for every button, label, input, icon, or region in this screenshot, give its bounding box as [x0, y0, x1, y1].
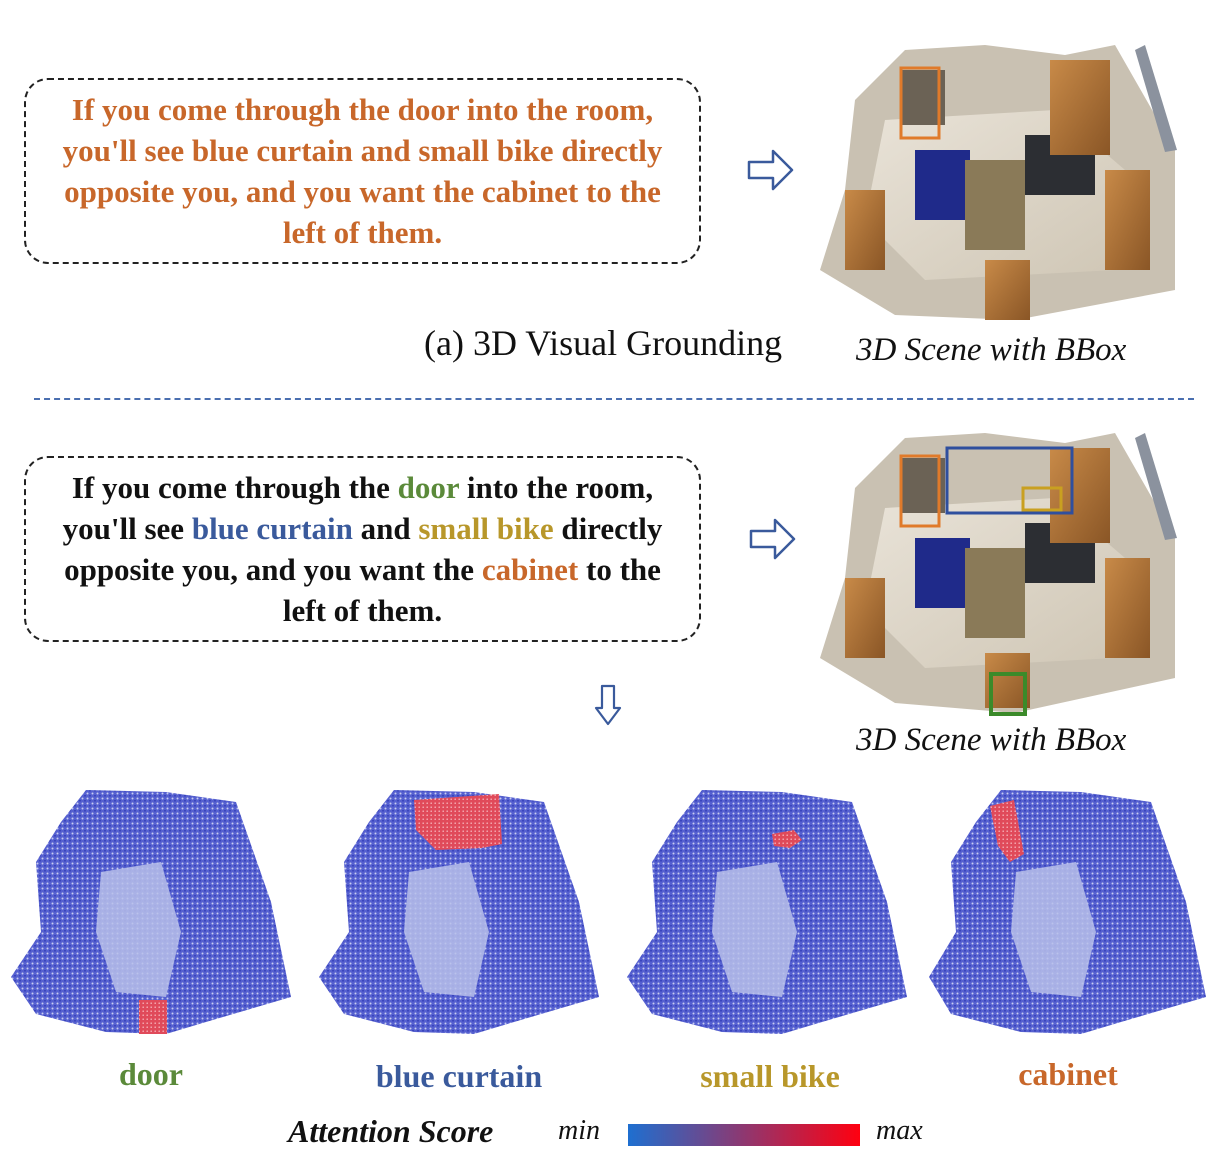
attention-label: cabinet [1018, 1056, 1118, 1092]
attention-map-door [11, 790, 291, 1034]
query-segment: to the left of them. [282, 552, 661, 628]
query-segment: and [352, 511, 419, 546]
query-segment: into the room, you'll see [62, 470, 654, 546]
legend-title: Attention Score [288, 1113, 494, 1149]
query-box-a: If you come through the door into the ro… [24, 78, 701, 264]
scene-image-b [820, 433, 1177, 716]
legend-max-label: max [876, 1115, 923, 1146]
keyword-small-bike: small bike [418, 511, 554, 546]
query-text-a: If you come through the door into the ro… [62, 92, 663, 250]
attention-label: blue curtain [375, 1058, 543, 1094]
right-arrow-icon [749, 518, 796, 560]
attention-map-small-bike [627, 790, 907, 1034]
down-arrow-icon [594, 684, 622, 726]
keyword-door: door [397, 470, 460, 505]
legend-min-label: min [558, 1115, 600, 1146]
attention-map-blue-curtain [319, 790, 599, 1034]
query-text-b: If you come through the door into the ro… [53, 467, 673, 631]
scene-caption-b: 3D Scene with BBox [856, 722, 1127, 758]
query-box-b: If you come through the door into the ro… [24, 456, 701, 642]
right-arrow-icon [747, 149, 794, 191]
query-segment: If you come through the [71, 470, 398, 505]
panel-a-subtitle: (a) 3D Visual Grounding [424, 323, 783, 363]
attention-label: small bike [700, 1058, 840, 1094]
attention-label: door [119, 1056, 183, 1092]
keyword-blue-curtain: blue curtain [191, 511, 353, 546]
query-segment: directly opposite you, and you want the [64, 511, 663, 587]
scene-image-a [820, 45, 1177, 320]
attention-map-cabinet [929, 790, 1206, 1034]
section-divider [34, 398, 1194, 400]
legend-color-bar [628, 1124, 860, 1146]
scene-caption-a: 3D Scene with BBox [856, 332, 1127, 368]
keyword-cabinet: cabinet [481, 552, 579, 587]
